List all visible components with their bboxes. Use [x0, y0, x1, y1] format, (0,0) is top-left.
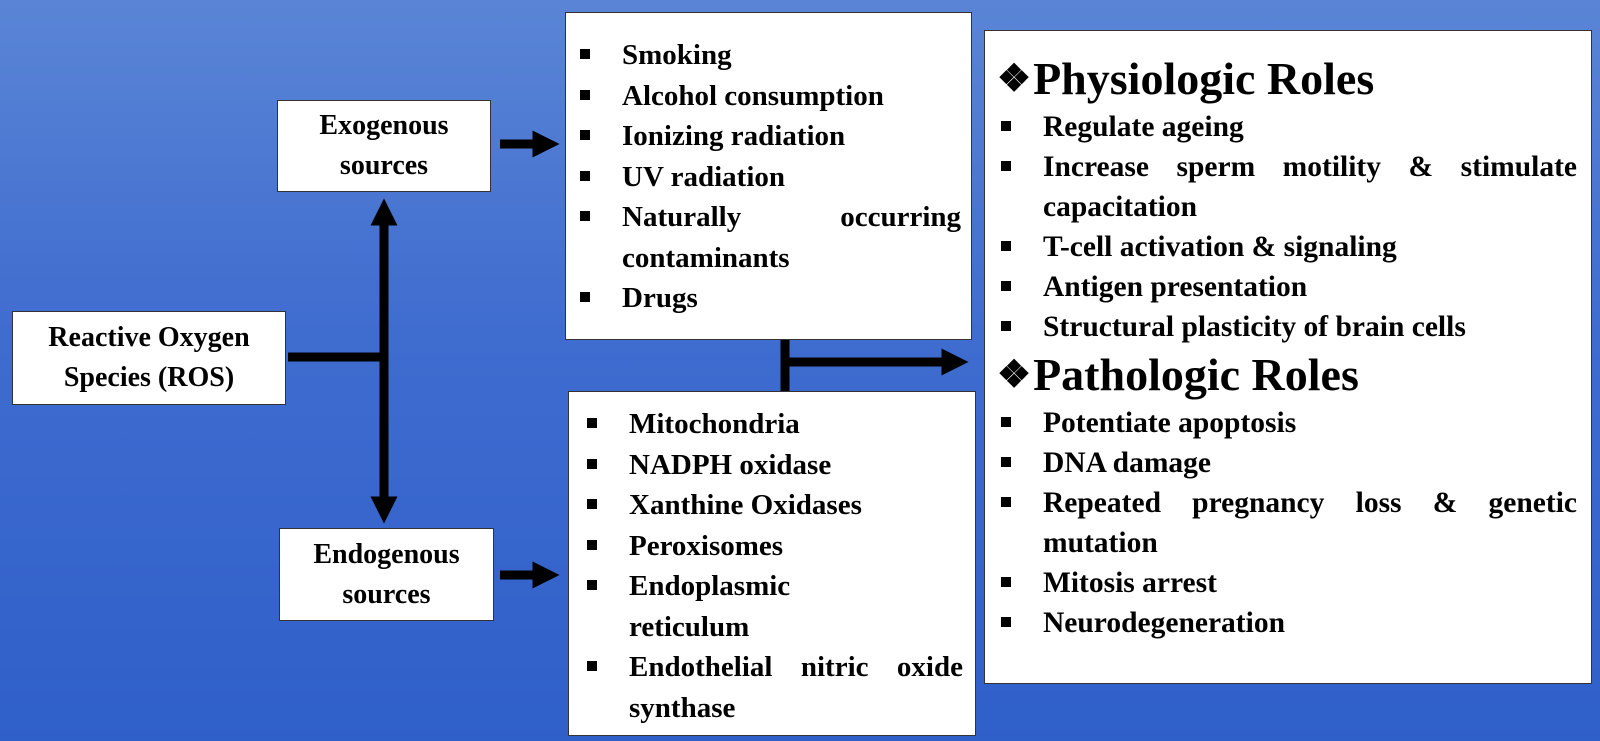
physiologic-heading: ❖ Physiologic Roles	[985, 53, 1577, 105]
exogenous-node: Exogenous sources	[277, 100, 491, 192]
list-item: Regulate ageing	[985, 107, 1577, 147]
endogenous-label: Endogenous sources	[313, 538, 460, 610]
ros-label: Reactive Oxygen Species (ROS)	[48, 322, 250, 393]
list-item: T-cell activation & signaling	[985, 227, 1577, 267]
endogenous-list: Mitochondria NADPH oxidase Xanthine Oxid…	[573, 404, 963, 728]
physiologic-title: Physiologic Roles	[1033, 53, 1375, 104]
pathologic-title: Pathologic Roles	[1033, 349, 1359, 400]
four-diamond-icon: ❖	[997, 58, 1032, 100]
ros-node: Reactive Oxygen Species (ROS)	[12, 311, 286, 405]
exogenous-list: Smoking Alcohol consumption Ionizing rad…	[566, 35, 961, 319]
pathologic-heading: ❖ Pathologic Roles	[985, 349, 1577, 401]
list-item: Naturally occurring contaminants	[566, 197, 961, 278]
list-item: DNA damage	[985, 443, 1577, 483]
exogenous-list-box: Smoking Alcohol consumption Ionizing rad…	[565, 12, 972, 340]
list-item: Increase sperm motility & stimulate capa…	[985, 147, 1577, 227]
list-item: Drugs	[566, 278, 961, 319]
list-item: Endoplasmic reticulum	[573, 566, 963, 647]
list-item: Peroxisomes	[573, 526, 963, 567]
four-diamond-icon: ❖	[997, 354, 1032, 396]
endogenous-node: Endogenous sources	[279, 528, 494, 621]
list-item: Smoking	[566, 35, 961, 76]
exogenous-label: Exogenous sources	[319, 110, 449, 181]
physiologic-list: Regulate ageing Increase sperm motility …	[985, 107, 1577, 347]
list-item: Mitosis arrest	[985, 563, 1577, 603]
roles-box: ❖ Physiologic Roles Regulate ageing Incr…	[984, 30, 1592, 684]
list-item: NADPH oxidase	[573, 445, 963, 486]
list-item: Repeated pregnancy loss & genetic mutati…	[985, 483, 1577, 563]
list-item: Structural plasticity of brain cells	[985, 307, 1577, 347]
list-item: Xanthine Oxidases	[573, 485, 963, 526]
list-item: UV radiation	[566, 157, 961, 198]
list-item: Endothelial nitric oxide synthase	[573, 647, 963, 728]
list-item: Ionizing radiation	[566, 116, 961, 157]
list-item: Mitochondria	[573, 404, 963, 445]
pathologic-list: Potentiate apoptosis DNA damage Repeated…	[985, 403, 1577, 643]
list-item: Neurodegeneration	[985, 603, 1577, 643]
list-item: Alcohol consumption	[566, 76, 961, 117]
endogenous-list-box: Mitochondria NADPH oxidase Xanthine Oxid…	[568, 391, 976, 736]
list-item: Antigen presentation	[985, 267, 1577, 307]
list-item: Potentiate apoptosis	[985, 403, 1577, 443]
